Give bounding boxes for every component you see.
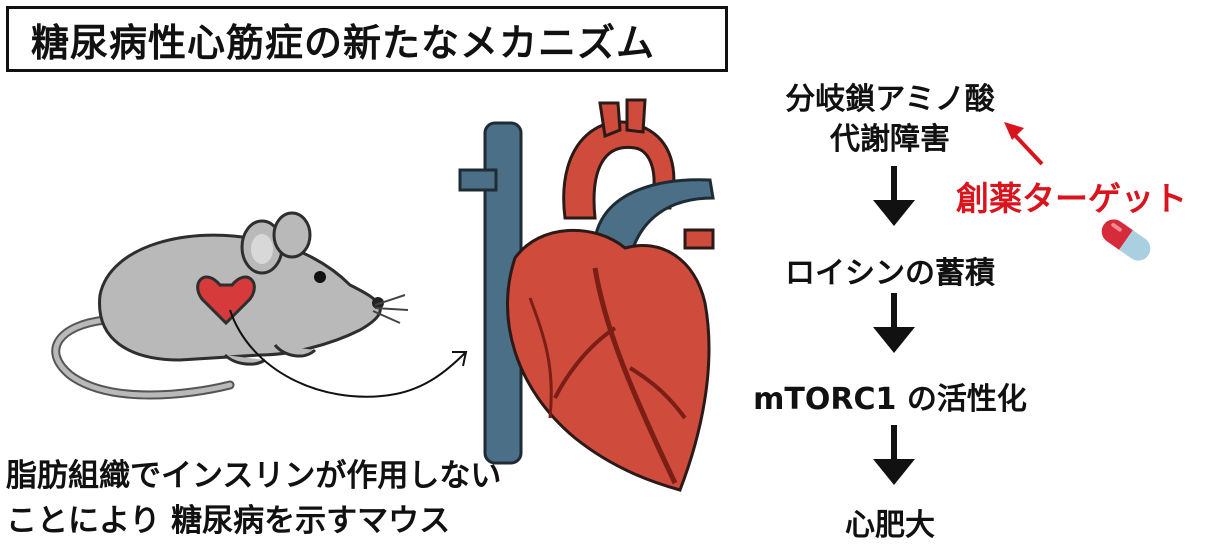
pill-icon bbox=[1101, 219, 1151, 261]
mouse-caption: 脂肪組織でインスリンが作用しない ことにより 糖尿病を示すマウス bbox=[6, 454, 501, 544]
target-arrow-icon bbox=[1004, 122, 1044, 166]
drug-target-label: 創薬ターゲット bbox=[956, 179, 1187, 218]
mouse-illustration bbox=[51, 211, 409, 400]
down-arrow-icon bbox=[873, 425, 915, 485]
pathway-step-bcaa: 分岐鎖アミノ酸 代謝障害 bbox=[760, 80, 1020, 160]
title-box: 糖尿病性心筋症の新たなメカニズム bbox=[6, 6, 728, 72]
pathway-step-mtorc1: mTORC1 の活性化 bbox=[753, 382, 1027, 417]
mouse-caption-line1: 脂肪組織でインスリンが作用しない bbox=[6, 458, 502, 494]
down-arrow-icon bbox=[873, 166, 915, 226]
heart-illustration bbox=[458, 98, 715, 492]
mouse-heart-icon bbox=[196, 275, 256, 326]
pathway-step-hypertrophy: 心肥大 bbox=[845, 508, 935, 543]
mouse-caption-line2: ことにより 糖尿病を示すマウス bbox=[6, 503, 451, 539]
diagram-title: 糖尿病性心筋症の新たなメカニズム bbox=[31, 20, 656, 65]
pathway-step-bcaa-line1: 分岐鎖アミノ酸 bbox=[785, 82, 995, 117]
connector-arrow bbox=[229, 309, 468, 398]
pathway-step-bcaa-line2: 代謝障害 bbox=[830, 122, 950, 157]
down-arrow-icon bbox=[873, 293, 915, 353]
pathway-step-leucine: ロイシンの蓄積 bbox=[785, 256, 995, 291]
